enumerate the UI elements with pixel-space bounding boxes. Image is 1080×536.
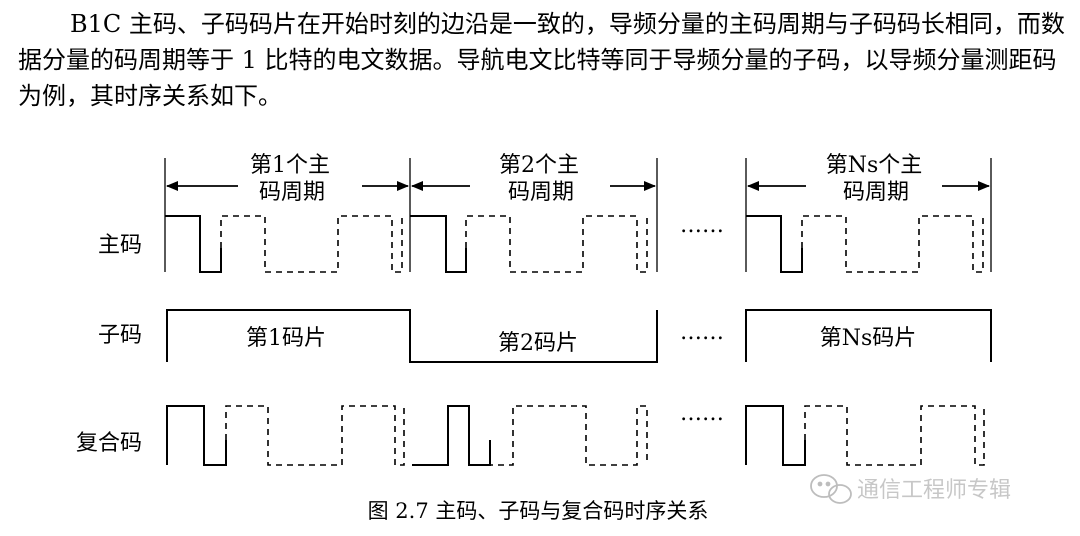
primary-code-waveform bbox=[165, 215, 984, 273]
primary-pn-solid bbox=[746, 215, 803, 273]
composite-code-waveform bbox=[166, 405, 985, 466]
intro-paragraph: B1C 主码、子码码片在开始时刻的边沿是一致的，导频分量的主码周期与子码码长相同… bbox=[18, 6, 1068, 114]
primary-p1-solid bbox=[165, 215, 222, 273]
primary-pn-dashed bbox=[801, 215, 984, 273]
ellipsis-primary: …… bbox=[680, 213, 724, 238]
primary-p2-solid bbox=[410, 215, 467, 273]
period-ns-label-line2: 码周期 bbox=[843, 180, 909, 205]
secondary-chip-ns-edge bbox=[745, 309, 992, 362]
watermark-text: 通信工程师专辑 bbox=[857, 478, 1011, 503]
period-1-label-line1: 第1个主 bbox=[250, 153, 330, 178]
composite-pn-dashed bbox=[804, 405, 985, 466]
secondary-code-waveform bbox=[166, 309, 992, 363]
ellipsis-secondary: …… bbox=[680, 320, 724, 345]
ellipsis-composite: …… bbox=[680, 401, 724, 426]
row-label-composite: 复合码 bbox=[76, 431, 142, 456]
composite-p1-dashed bbox=[225, 405, 405, 466]
watermark: 通信工程师专辑 bbox=[810, 474, 1011, 504]
period-1-label-line2: 码周期 bbox=[259, 180, 325, 205]
intro-text: B1C 主码、子码码片在开始时刻的边沿是一致的，导频分量的主码周期与子码码长相同… bbox=[18, 10, 1065, 110]
chip-ns-label: 第Ns码片 bbox=[820, 326, 917, 351]
wechat-icon bbox=[810, 474, 852, 504]
composite-pn-solid bbox=[745, 405, 806, 466]
period-ns-label-line1: 第Ns个主 bbox=[826, 153, 923, 178]
composite-p1-solid bbox=[166, 405, 227, 466]
secondary-chip-1-edge bbox=[166, 309, 658, 363]
primary-p1-dashed bbox=[220, 215, 403, 273]
period-2-label-line1: 第2个主 bbox=[499, 153, 579, 178]
row-label-primary: 主码 bbox=[98, 233, 142, 258]
composite-p2-dashed bbox=[489, 405, 648, 466]
figure-caption: 图 2.7 主码、子码与复合码时序关系 bbox=[368, 499, 709, 523]
composite-p2-solid bbox=[412, 405, 491, 466]
row-label-secondary: 子码 bbox=[98, 323, 142, 348]
period-2-label-line2: 码周期 bbox=[508, 180, 574, 205]
chip-2-label: 第2码片 bbox=[498, 331, 578, 356]
chip-1-label: 第1码片 bbox=[246, 326, 326, 351]
primary-p2-dashed bbox=[465, 215, 648, 273]
